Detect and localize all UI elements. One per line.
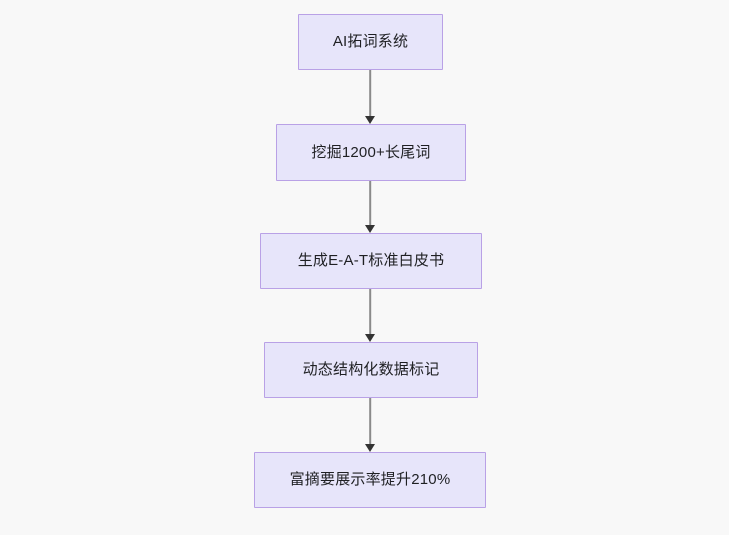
flow-node-n5[interactable]: 富摘要展示率提升210% <box>254 452 486 508</box>
flow-edge-line <box>369 289 371 335</box>
flow-edge-line <box>369 398 371 445</box>
flow-edge-line <box>369 70 371 117</box>
flow-node-n1[interactable]: AI拓词系统 <box>298 14 443 70</box>
flow-node-n4[interactable]: 动态结构化数据标记 <box>264 342 478 398</box>
flow-node-label: 挖掘1200+长尾词 <box>311 143 431 161</box>
arrowhead-down-icon <box>365 444 375 452</box>
flow-node-label: AI拓词系统 <box>332 33 409 50</box>
arrowhead-down-icon <box>365 334 375 342</box>
arrowhead-down-icon <box>365 225 375 233</box>
flow-edge <box>360 70 380 124</box>
flow-node-label: 生成E-A-T标准白皮书 <box>297 252 445 269</box>
flow-node-label: 富摘要展示率提升210% <box>289 471 451 488</box>
flow-node-n2[interactable]: 挖掘1200+长尾词 <box>276 124 466 181</box>
flow-node-label: 动态结构化数据标记 <box>302 361 440 378</box>
flow-edge <box>360 289 380 342</box>
flow-node-n3[interactable]: 生成E-A-T标准白皮书 <box>260 233 482 289</box>
flow-edge-line <box>369 181 371 226</box>
flow-edge <box>360 398 380 452</box>
arrowhead-down-icon <box>365 116 375 124</box>
flow-edge <box>360 181 380 233</box>
